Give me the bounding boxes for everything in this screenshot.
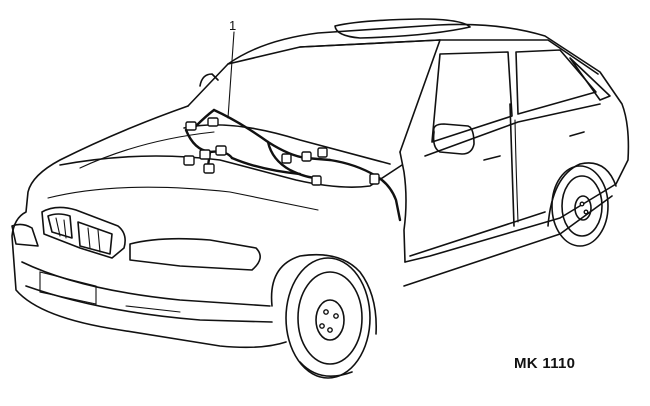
rear-wheel	[547, 162, 617, 247]
connector	[199, 149, 211, 160]
connector	[317, 147, 328, 158]
wiring-harness	[184, 108, 402, 222]
connector	[185, 121, 197, 131]
figure-reference-code: MK 1110	[514, 355, 576, 372]
connector	[369, 173, 380, 185]
car-front-face	[11, 206, 273, 323]
car-body-outline	[11, 18, 630, 349]
connector	[203, 163, 215, 174]
connector	[281, 153, 292, 164]
callout-number: 1	[229, 18, 237, 33]
callout-leader-line	[227, 31, 235, 119]
front-wheel	[270, 253, 377, 379]
connector	[207, 117, 219, 127]
connector	[311, 175, 322, 186]
connector	[215, 145, 227, 156]
harness-connectors	[183, 117, 380, 186]
connector	[183, 155, 195, 166]
connector	[301, 151, 312, 162]
